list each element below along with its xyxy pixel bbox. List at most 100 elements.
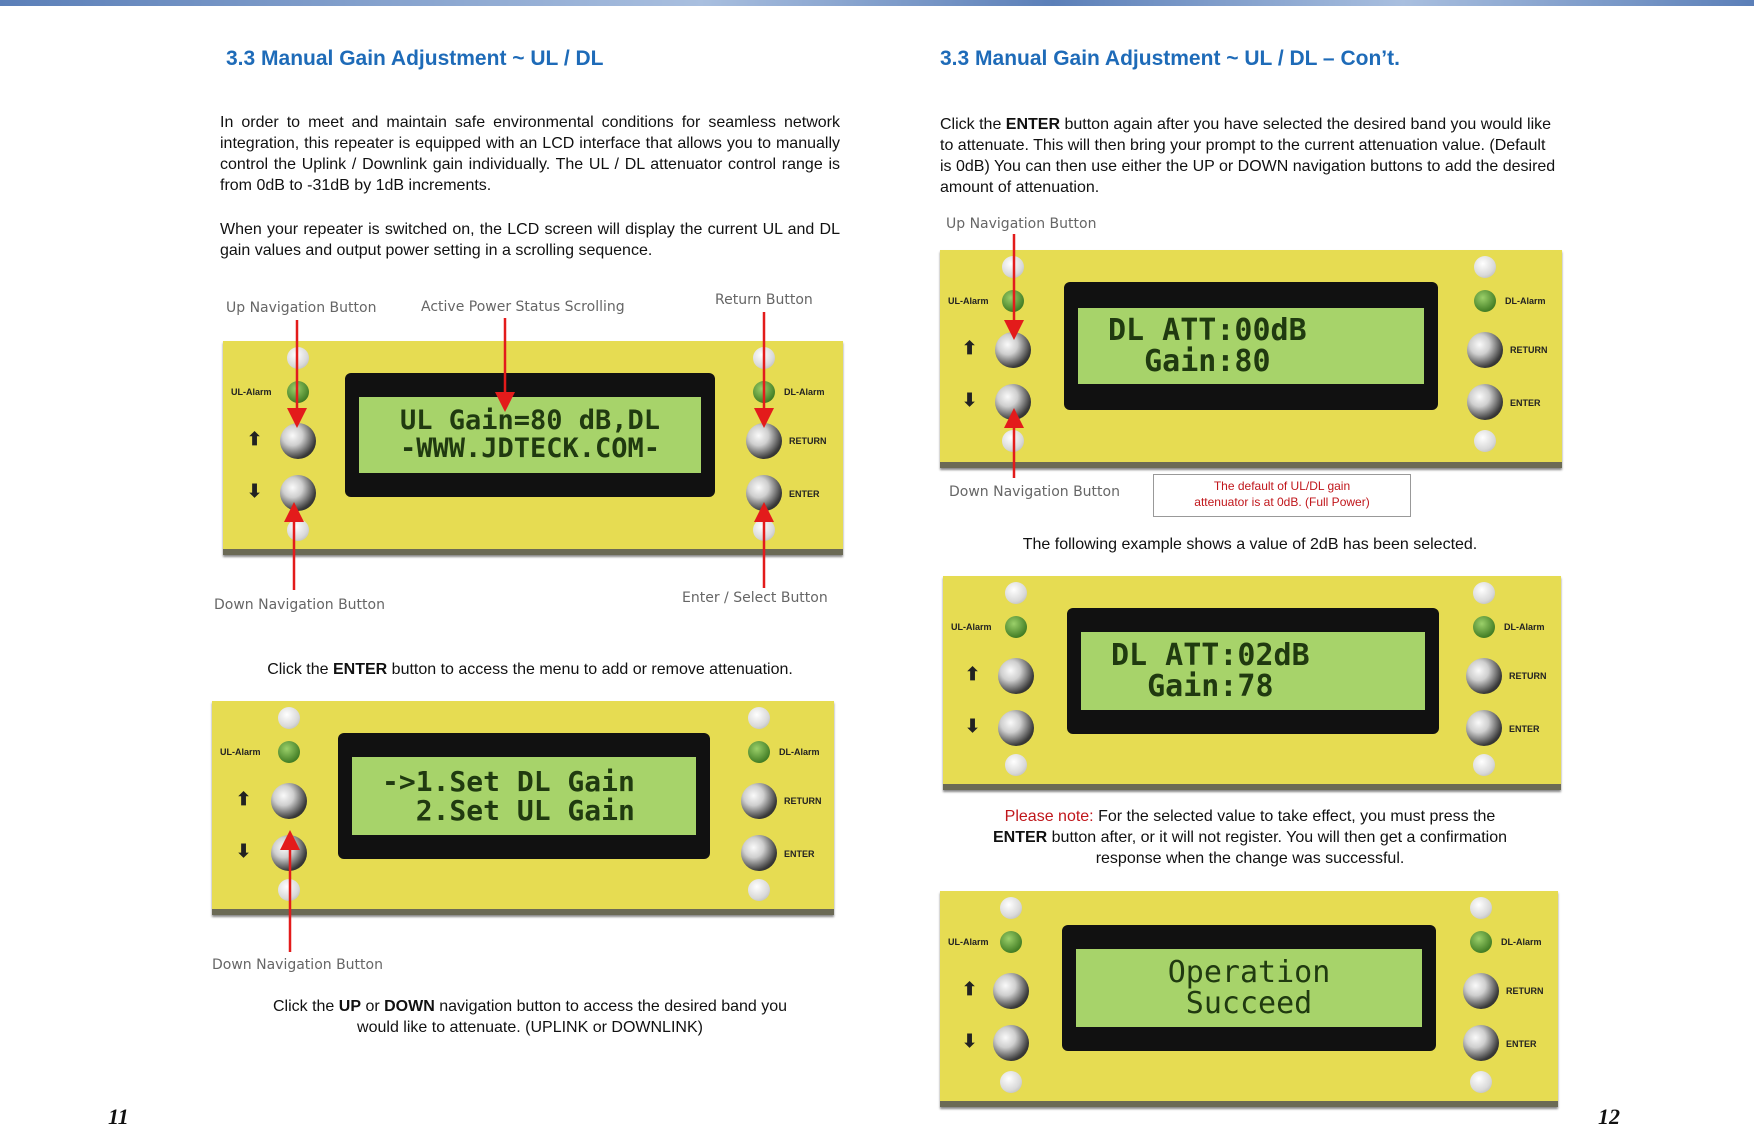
lcd-line-1: DL ATT:00dB: [1108, 312, 1307, 348]
up-navigation-button[interactable]: [280, 423, 316, 459]
down-navigation-button[interactable]: [271, 835, 307, 871]
return-button[interactable]: [1463, 973, 1499, 1009]
enter-label: ENTER: [1510, 398, 1541, 408]
enter-button[interactable]: [1467, 384, 1503, 420]
enter-button[interactable]: [1463, 1025, 1499, 1061]
page-number-right: 12: [1598, 1104, 1620, 1129]
enter-label: ENTER: [789, 489, 820, 499]
screw-icon: [1474, 430, 1496, 452]
lcd-line-2: 2.Set UL Gain: [382, 794, 635, 827]
repeater-panel-att-02: UL-Alarm ⬆ ⬇ DL ATT:02dB Gain:78 DL-Alar…: [943, 576, 1561, 790]
note-line-1: The default of UL/DL gain: [1213, 479, 1351, 493]
lcd-line-1: Operation: [1167, 954, 1331, 990]
return-label: RETURN: [1509, 671, 1547, 681]
lcd-bezel: DL ATT:00dB Gain:80: [1064, 282, 1438, 410]
ul-alarm-led: [1000, 931, 1022, 953]
screw-icon: [1005, 582, 1027, 604]
up-navigation-button[interactable]: [271, 783, 307, 819]
lcd-bezel: ->1.Set DL Gain 2.Set UL Gain: [338, 733, 710, 859]
dl-alarm-label: DL-Alarm: [1505, 296, 1546, 306]
screw-icon: [748, 707, 770, 729]
down-arrow-icon: ⬇: [962, 390, 978, 410]
down-navigation-button[interactable]: [995, 384, 1031, 420]
lcd-bezel: DL ATT:02dB Gain:78: [1067, 608, 1439, 734]
repeater-panel-att-00: UL-Alarm ⬆ ⬇ DL ATT:00dB Gain:80 DL-Alar…: [940, 250, 1562, 468]
up-arrow-icon: ⬆: [962, 979, 978, 999]
return-button[interactable]: [1466, 658, 1502, 694]
dl-alarm-label: DL-Alarm: [1504, 622, 1545, 632]
dl-alarm-label: DL-Alarm: [784, 387, 825, 397]
up-navigation-button[interactable]: [998, 658, 1034, 694]
lcd-screen: DL ATT:00dB Gain:80: [1078, 308, 1424, 384]
repeater-panel-main: UL-Alarm ⬆ ⬇ UL Gain=80 dB,DL -WWW.JDTEC…: [223, 341, 843, 555]
dl-alarm-led: [1473, 616, 1495, 638]
return-label: RETURN: [1510, 345, 1548, 355]
down-arrow-icon: ⬇: [247, 481, 263, 501]
up-navigation-button[interactable]: [995, 332, 1031, 368]
enter-button[interactable]: [746, 475, 782, 511]
dl-alarm-led: [748, 741, 770, 763]
screw-icon: [753, 347, 775, 369]
ul-alarm-label: UL-Alarm: [231, 387, 272, 397]
down-navigation-button[interactable]: [998, 710, 1034, 746]
return-button[interactable]: [1467, 332, 1503, 368]
screw-icon: [1000, 1071, 1022, 1093]
dl-alarm-label: DL-Alarm: [779, 747, 820, 757]
ul-alarm-led: [278, 741, 300, 763]
return-label: RETURN: [789, 436, 827, 446]
enter-label: ENTER: [1509, 724, 1540, 734]
screw-icon: [1000, 897, 1022, 919]
ul-alarm-led: [287, 381, 309, 403]
lcd-line-1: UL Gain=80 dB,DL: [399, 404, 661, 436]
up-arrow-icon: ⬆: [965, 664, 981, 684]
screw-icon: [753, 519, 775, 541]
up-arrow-icon: ⬆: [247, 429, 263, 449]
ul-alarm-label: UL-Alarm: [948, 937, 989, 947]
lcd-line-2: Gain:80: [1108, 344, 1271, 379]
down-navigation-button[interactable]: [993, 1025, 1029, 1061]
return-label: RETURN: [784, 796, 822, 806]
lcd-line-2: -WWW.JDTECK.COM-: [399, 433, 661, 464]
down-navigation-button[interactable]: [280, 475, 316, 511]
enter-button[interactable]: [741, 835, 777, 871]
up-navigation-button[interactable]: [993, 973, 1029, 1009]
down-arrow-icon: ⬇: [236, 841, 252, 861]
dl-alarm-led: [1474, 290, 1496, 312]
ul-alarm-label: UL-Alarm: [951, 622, 992, 632]
screw-icon: [1005, 754, 1027, 776]
repeater-panel-success: UL-Alarm ⬆ ⬇ Operation Succeed DL-Alarm …: [940, 891, 1558, 1107]
callout-up-navigation: Up Navigation Button: [226, 300, 377, 316]
dl-alarm-label: DL-Alarm: [1501, 937, 1542, 947]
lcd-bezel: UL Gain=80 dB,DL -WWW.JDTECK.COM-: [345, 373, 715, 497]
left-page-title: 3.3 Manual Gain Adjustment ~ UL / DL: [226, 47, 604, 70]
callout-active-power: Active Power Status Scrolling: [421, 299, 625, 315]
lcd-screen: DL ATT:02dB Gain:78: [1081, 632, 1425, 710]
callout-down-navigation-2: Down Navigation Button: [212, 957, 383, 973]
up-arrow-icon: ⬆: [962, 338, 978, 358]
note-line-2: attenuator is at 0dB. (Full Power): [1194, 495, 1370, 509]
enter-button[interactable]: [1466, 710, 1502, 746]
right-page-title: 3.3 Manual Gain Adjustment ~ UL / DL – C…: [940, 47, 1400, 70]
right-intro-paragraph: Click the ENTER button again after you h…: [940, 116, 1556, 196]
screw-icon: [278, 707, 300, 729]
screw-icon: [1473, 754, 1495, 776]
callout-return: Return Button: [715, 292, 813, 308]
screw-icon: [1470, 897, 1492, 919]
return-button[interactable]: [741, 783, 777, 819]
up-arrow-icon: ⬆: [236, 789, 252, 809]
page-number-left: 11: [108, 1104, 129, 1129]
down-arrow-icon: ⬇: [965, 716, 981, 736]
lcd-line-2: Gain:78: [1111, 669, 1274, 704]
ul-alarm-led: [1005, 616, 1027, 638]
screw-icon: [287, 519, 309, 541]
default-note-box: The default of UL/DL gain attenuator is …: [1153, 474, 1411, 517]
left-caption-enter: Click the ENTER button to access the men…: [267, 661, 793, 678]
return-label: RETURN: [1506, 986, 1544, 996]
return-button[interactable]: [746, 423, 782, 459]
dl-alarm-led: [1470, 931, 1492, 953]
dl-alarm-led: [753, 381, 775, 403]
screw-icon: [1470, 1071, 1492, 1093]
repeater-panel-menu: UL-Alarm ⬆ ⬇ ->1.Set DL Gain 2.Set UL Ga…: [212, 701, 834, 915]
screw-icon: [1473, 582, 1495, 604]
lcd-screen: UL Gain=80 dB,DL -WWW.JDTECK.COM-: [359, 397, 701, 473]
